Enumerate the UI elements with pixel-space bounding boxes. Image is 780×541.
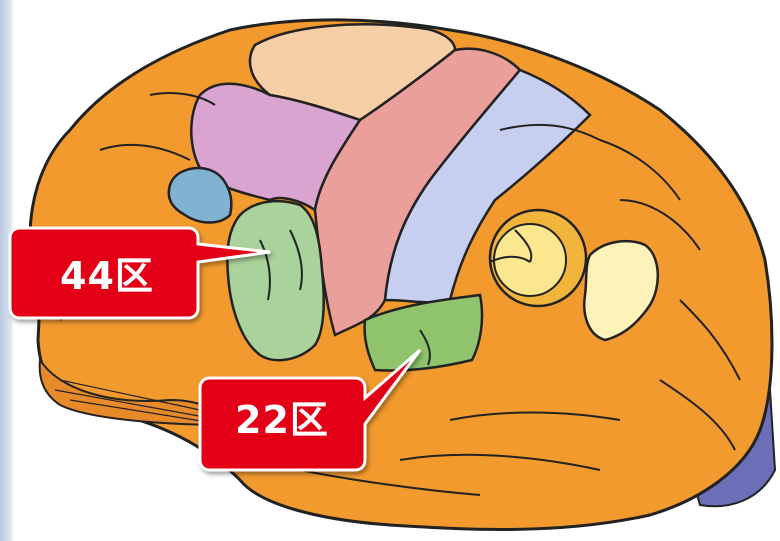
callout-label-44: 44区 xyxy=(22,248,192,304)
callout-label-22: 22区 xyxy=(204,392,360,448)
